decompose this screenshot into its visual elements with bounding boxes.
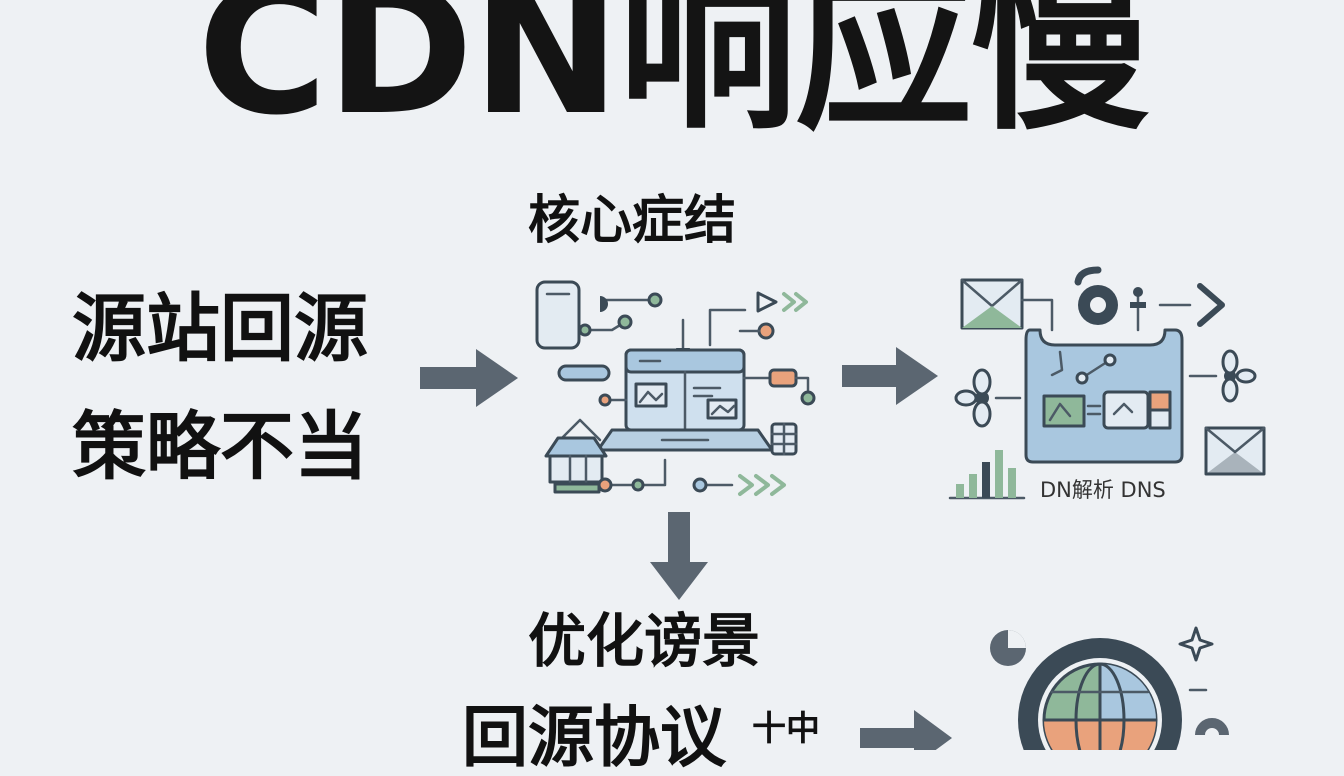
mail-icon bbox=[960, 278, 1024, 330]
main-title: CDN响应慢 bbox=[197, 0, 1148, 154]
pie-chart-icon bbox=[990, 630, 1026, 666]
plug-icon bbox=[768, 368, 798, 388]
fan-icon bbox=[954, 368, 992, 428]
dns-label: DN解析 DNS bbox=[1040, 478, 1166, 502]
arrow-cause-to-core bbox=[420, 349, 518, 407]
chevron-right-icon bbox=[1197, 283, 1225, 327]
dns-icon-cluster bbox=[948, 266, 1266, 500]
phone-icon bbox=[535, 280, 581, 350]
store-icon bbox=[544, 436, 608, 494]
optimize-line2-extra: 十中 bbox=[752, 709, 820, 749]
play-arrow-icon bbox=[756, 291, 778, 313]
arrow-optimize-to-globe bbox=[860, 710, 952, 750]
cause-text-line2: 策略不当 bbox=[72, 404, 368, 490]
diagram-graphics: .ln { stroke: #4c5a66; stroke-width: 2.5… bbox=[420, 266, 1266, 750]
optimize-heading: 优化谤景 bbox=[528, 607, 761, 675]
core-icon-cluster bbox=[535, 280, 816, 496]
mail-icon bbox=[1204, 426, 1266, 476]
arrow-core-to-dns bbox=[842, 347, 938, 405]
globe-gear-icon bbox=[1018, 638, 1182, 750]
sparkle-icon bbox=[1178, 626, 1214, 662]
bar-chart-icon bbox=[948, 450, 1026, 500]
arrow-core-to-optimize bbox=[650, 512, 708, 600]
double-chevron-icon bbox=[782, 292, 808, 312]
optimize-icon-cluster bbox=[990, 626, 1229, 750]
core-heading: 核心症结 bbox=[528, 191, 737, 251]
pill-icon bbox=[557, 364, 611, 382]
dns-panel bbox=[1024, 328, 1184, 464]
cause-text-line1: 源站回源 bbox=[72, 286, 368, 372]
fan-icon bbox=[1221, 349, 1257, 403]
gear-icon bbox=[1074, 266, 1118, 325]
